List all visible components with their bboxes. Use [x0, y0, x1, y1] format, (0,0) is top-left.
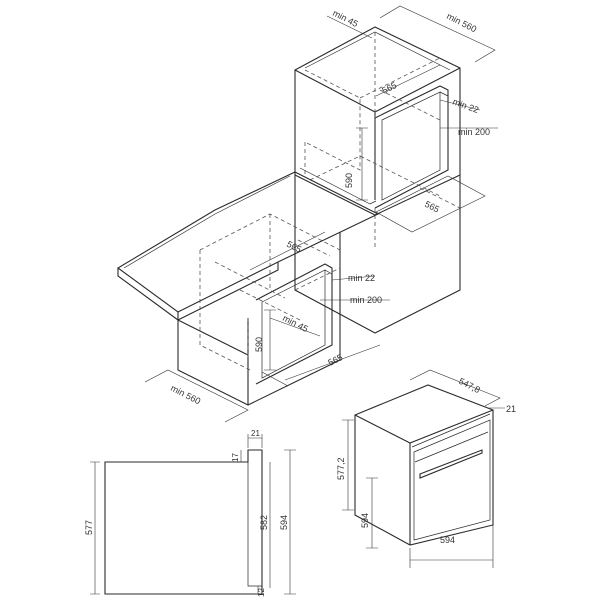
dim-min200-mid: min 200 [350, 295, 382, 305]
dim-21-iso: 21 [506, 404, 516, 414]
dim-590-upper: 590 [344, 173, 354, 188]
upper-dimensions: min 560 min 45 565 min 22 min 200 590 56… [326, 5, 498, 233]
dim-565-upper: 565 [380, 80, 398, 96]
dim-min22-mid: min 22 [348, 273, 375, 283]
oven-isometric-view: 547,8 21 577,2 594 594 [336, 369, 516, 568]
dim-577-side: 577 [84, 520, 94, 535]
base-cabinet-niche [117, 171, 380, 406]
dim-min22-top: min 22 [451, 96, 480, 115]
dim-min560-bottom: min 560 [169, 383, 202, 406]
dim-21-side: 21 [251, 429, 260, 438]
dim-min560-top: min 560 [445, 11, 478, 34]
dim-5478-iso: 547,8 [457, 376, 482, 395]
dim-565-lower: 565 [326, 352, 344, 368]
dim-582-side: 582 [259, 515, 269, 530]
dim-17-side: 17 [231, 453, 240, 462]
dim-5772-iso: 577,2 [336, 457, 346, 480]
dim-12-side: 12 [257, 588, 266, 597]
dim-565-right: 565 [423, 199, 441, 215]
dim-594-iso-vertical: 594 [360, 513, 370, 528]
dim-590-lower: 590 [254, 337, 264, 352]
dim-594-iso-horizontal: 594 [440, 535, 455, 545]
dim-594-side: 594 [279, 515, 289, 530]
oven-side-view: 577 21 17 582 594 12 [84, 429, 296, 597]
dim-min45-mid: min 45 [281, 313, 310, 334]
dim-min200-top: min 200 [458, 127, 490, 137]
dim-min45-top: min 45 [331, 8, 360, 29]
lower-dimensions: 565 min 22 min 200 590 min 45 565 min 56… [144, 231, 390, 423]
tall-cabinet-niche [294, 26, 461, 334]
